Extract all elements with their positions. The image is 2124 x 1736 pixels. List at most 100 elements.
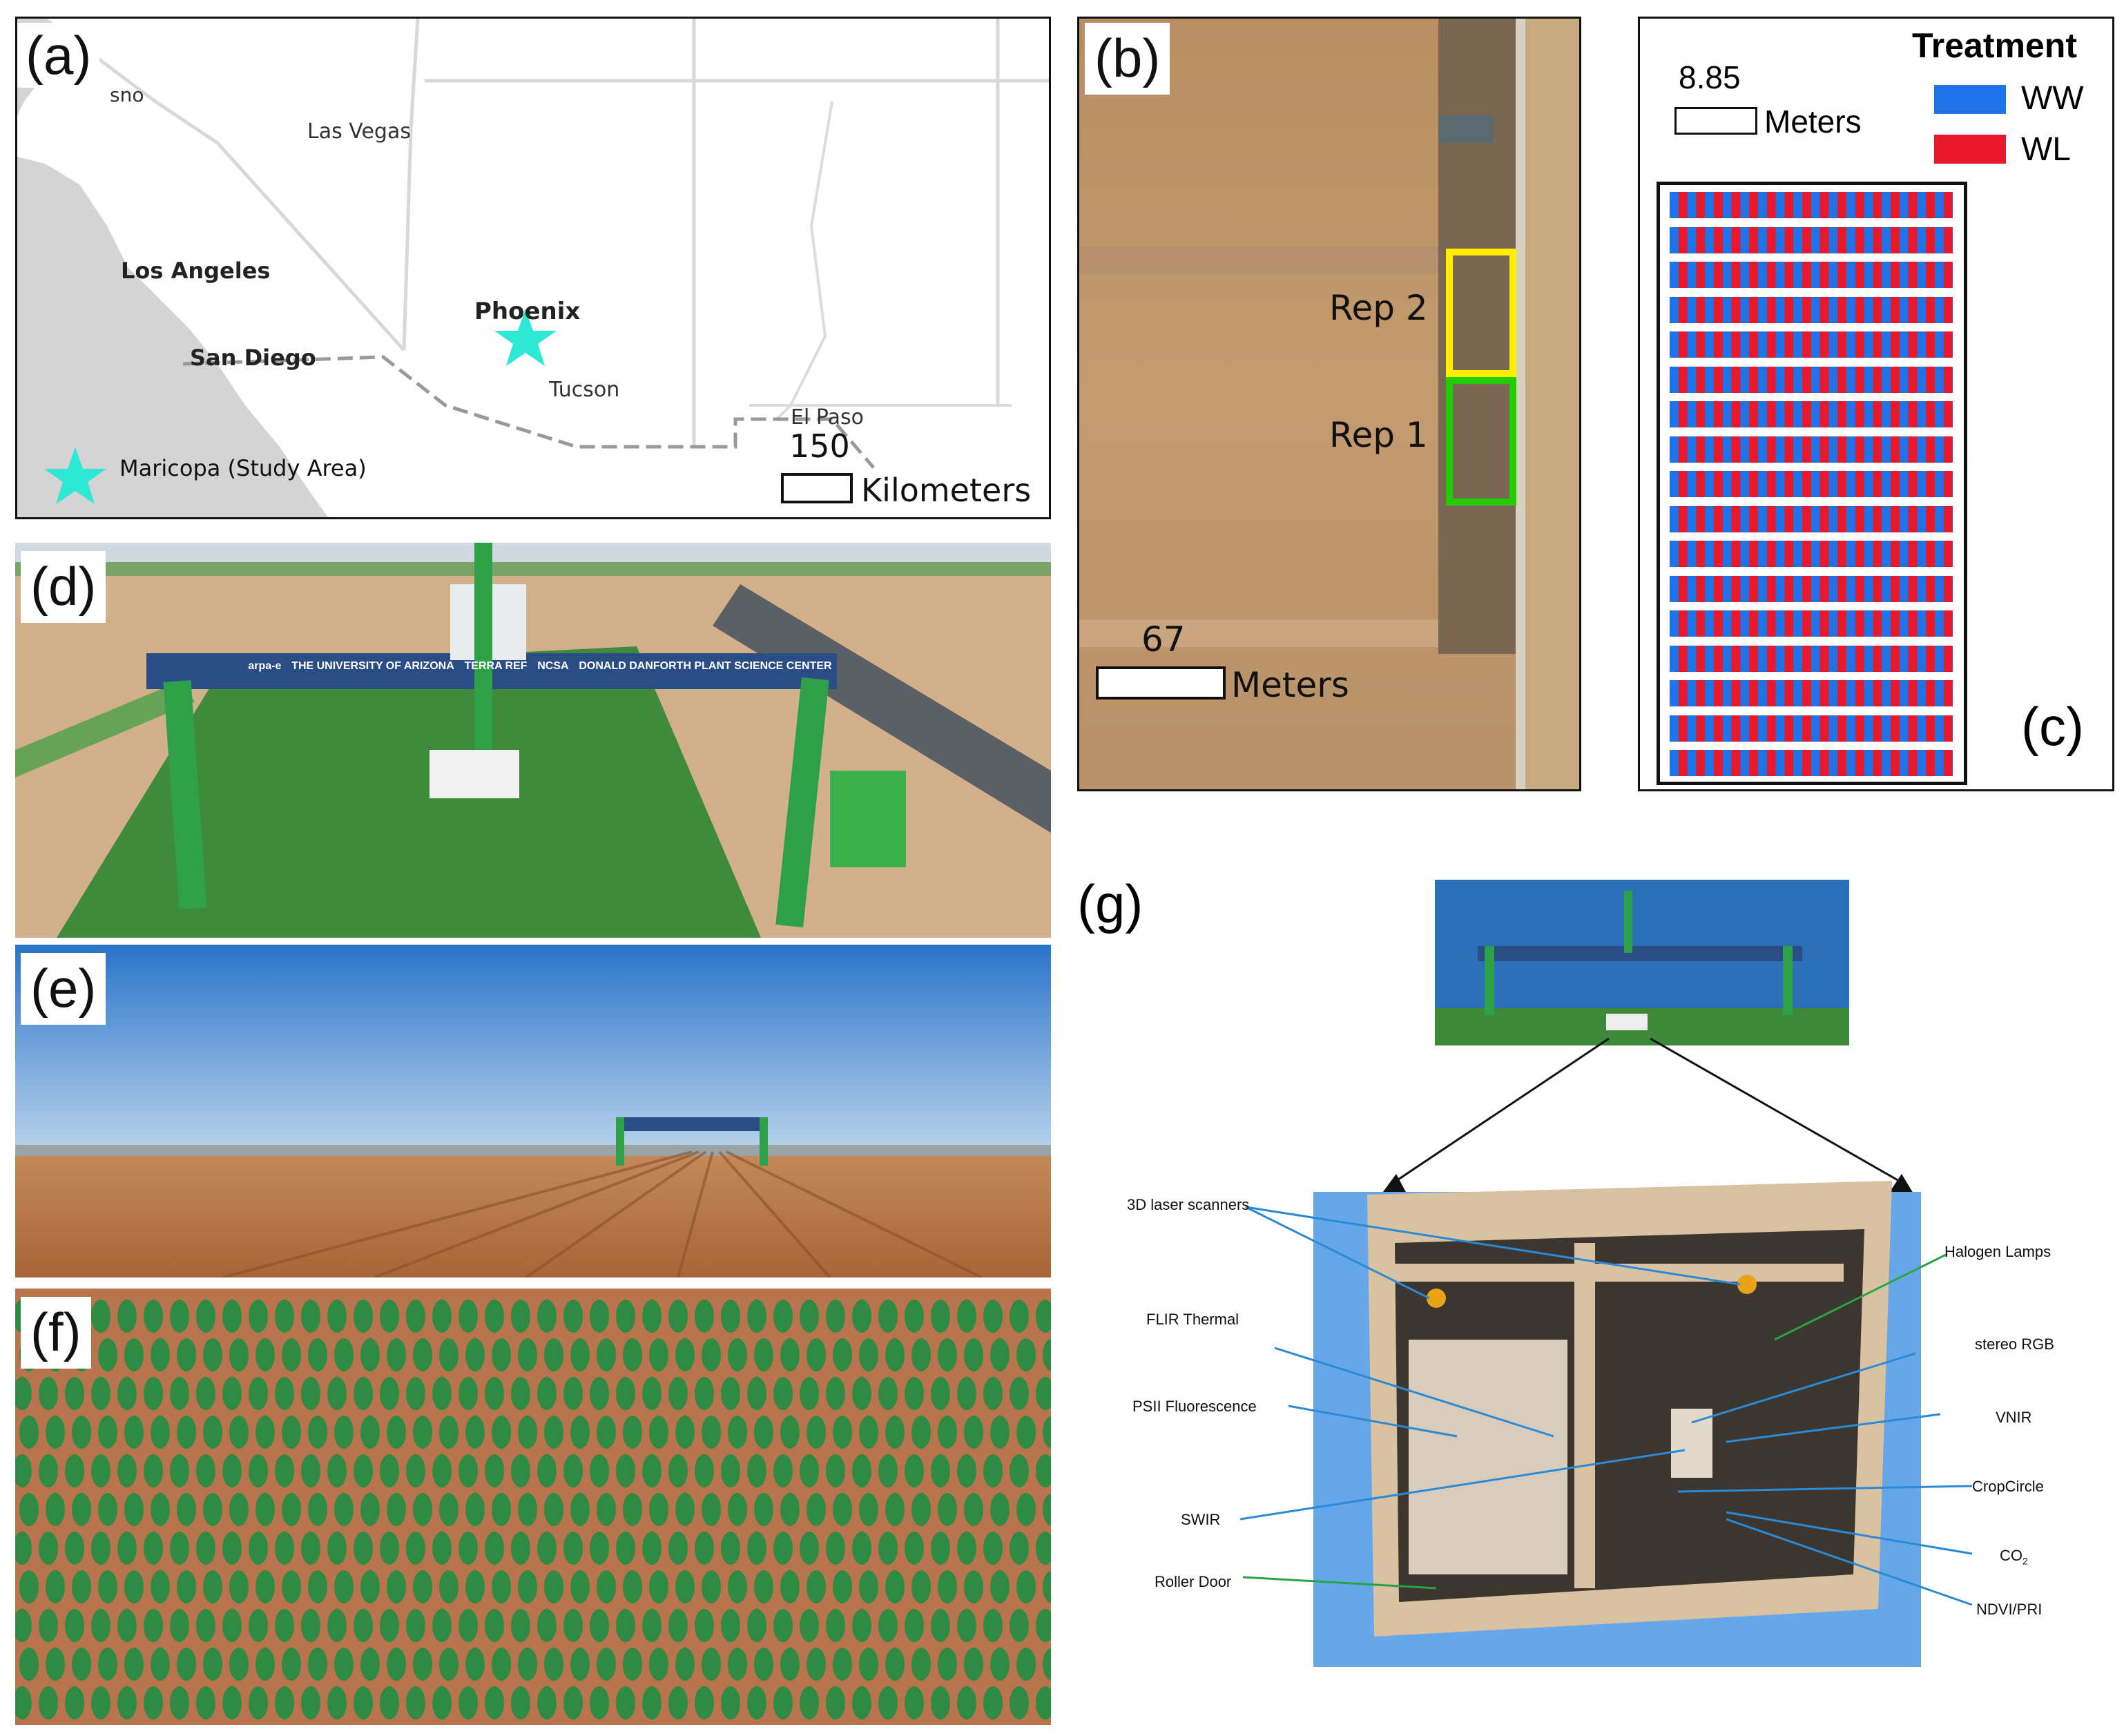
crop-plant — [754, 1570, 773, 1603]
crop-plant — [360, 1570, 380, 1603]
arrow-left — [1396, 1037, 1610, 1182]
crop-plant — [46, 1648, 65, 1681]
crop-plant — [492, 1570, 511, 1603]
scale-value-c: 8.85 — [1679, 59, 1741, 95]
crop-plant — [222, 1454, 242, 1487]
crop-plant — [177, 1493, 196, 1526]
crop-plant — [518, 1570, 537, 1603]
crop-plant — [905, 1377, 924, 1410]
crop-plant — [301, 1454, 320, 1487]
crop-plant — [301, 1609, 320, 1642]
crop-plant — [354, 1377, 373, 1410]
crop-plant — [1016, 1416, 1036, 1449]
crop-plant — [938, 1416, 957, 1449]
crop-plant — [72, 1570, 91, 1603]
sensor-label-halogen: Halogen Lamps — [1944, 1243, 2051, 1260]
state-border-tx — [775, 101, 833, 421]
crop-plant — [170, 1377, 189, 1410]
crop-plant — [117, 1300, 137, 1333]
crop-plant — [675, 1493, 695, 1526]
crop-plant — [754, 1648, 773, 1681]
crop-plant — [695, 1454, 714, 1487]
crop-plant — [380, 1686, 399, 1719]
crop-plant — [859, 1416, 878, 1449]
crop-plant — [458, 1609, 478, 1642]
plot-row — [1670, 471, 1953, 497]
crop-plant — [649, 1416, 668, 1449]
crop-plant — [282, 1493, 301, 1526]
crop-plant — [878, 1377, 898, 1410]
crop-plant — [905, 1532, 924, 1565]
legend-title: Treatment — [1912, 26, 2077, 65]
crop-plant — [334, 1570, 354, 1603]
crop-plant — [465, 1570, 485, 1603]
crop-plant — [773, 1454, 793, 1487]
crop-plant — [905, 1454, 924, 1487]
crop-plant — [275, 1454, 294, 1487]
crop-plant — [563, 1377, 583, 1410]
crop-plant — [642, 1300, 662, 1333]
crop-plant — [485, 1686, 504, 1719]
crop-plant — [931, 1377, 950, 1410]
crop-plant — [675, 1648, 695, 1681]
crop-plant — [878, 1454, 898, 1487]
crop-plant — [65, 1377, 84, 1410]
crop-plant — [249, 1454, 268, 1487]
crop-plant — [249, 1377, 268, 1410]
scale-value-b: 67 — [1141, 619, 1186, 659]
crop-plant — [117, 1609, 137, 1642]
plot-layout-panel-c: Treatment WW WL 8.85 Meters (c) — [1638, 17, 2114, 791]
crop-plant — [334, 1416, 354, 1449]
rep2-label: Rep 2 — [1329, 288, 1428, 328]
legend-study-area: Maricopa (Study Area) — [119, 455, 367, 481]
crop-plant — [1010, 1686, 1029, 1719]
crop-plant — [833, 1648, 852, 1681]
legend-swatch-ww — [1934, 85, 2006, 114]
crop-plant — [229, 1570, 249, 1603]
crop-plant — [990, 1570, 1010, 1603]
crop-plant — [249, 1532, 268, 1565]
crop-plant — [983, 1377, 1003, 1410]
crop-plant — [695, 1300, 714, 1333]
crop-plant — [19, 1493, 39, 1526]
crop-plant — [334, 1338, 354, 1371]
crop-plant — [387, 1493, 406, 1526]
crop-plant — [1043, 1648, 1051, 1681]
crop-plant — [911, 1493, 931, 1526]
crop-plant — [492, 1493, 511, 1526]
crop-plant — [597, 1416, 616, 1449]
rep2-box — [1446, 249, 1516, 377]
crop-plant — [406, 1686, 425, 1719]
crop-plant — [177, 1570, 196, 1603]
crop-plant — [406, 1454, 425, 1487]
crop-plant — [380, 1609, 399, 1642]
crop-plant — [387, 1338, 406, 1371]
crop-plant — [1016, 1493, 1036, 1526]
crop-plant — [308, 1570, 327, 1603]
crop-plant — [222, 1532, 242, 1565]
arrow-right — [1650, 1037, 1900, 1182]
crop-plant — [911, 1570, 931, 1603]
crop-plant — [124, 1648, 144, 1681]
gantry-signs: arpa-e THE UNIVERSITY OF ARIZONA TERRA R… — [243, 660, 837, 673]
crop-plant — [275, 1377, 294, 1410]
co2-subscript: 2 — [2022, 1555, 2028, 1567]
sensor-label-roller-door: Roller Door — [1155, 1573, 1232, 1590]
crop-plant — [983, 1609, 1003, 1642]
crop-plant — [537, 1609, 557, 1642]
plot-row — [1670, 575, 1953, 602]
crop-plant — [964, 1493, 983, 1526]
crop-plant — [413, 1338, 432, 1371]
scale-bar-c — [1674, 107, 1757, 135]
crop-plant — [983, 1300, 1003, 1333]
crop-plant — [124, 1570, 144, 1603]
crop-plant — [931, 1686, 950, 1719]
crop-plant — [492, 1338, 511, 1371]
crop-plant — [859, 1570, 878, 1603]
crop-plant — [91, 1300, 110, 1333]
crop-plant — [964, 1648, 983, 1681]
crop-plant — [91, 1377, 110, 1410]
crop-plant — [15, 1454, 32, 1487]
crop-plant — [885, 1338, 905, 1371]
crop-plant — [1036, 1686, 1051, 1719]
